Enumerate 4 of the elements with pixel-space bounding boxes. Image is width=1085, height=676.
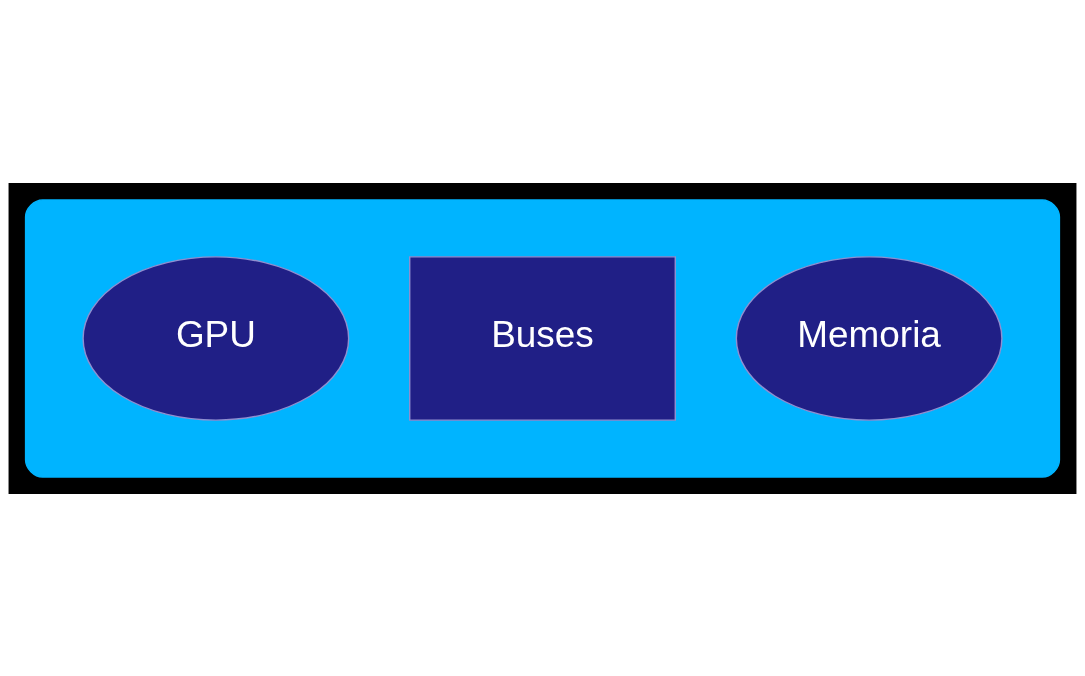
node-box: Buses — [409, 255, 676, 421]
node-ellipse: Memoria — [735, 255, 1003, 421]
node-ellipse: GPU — [82, 255, 350, 421]
cluster — [24, 198, 1061, 478]
